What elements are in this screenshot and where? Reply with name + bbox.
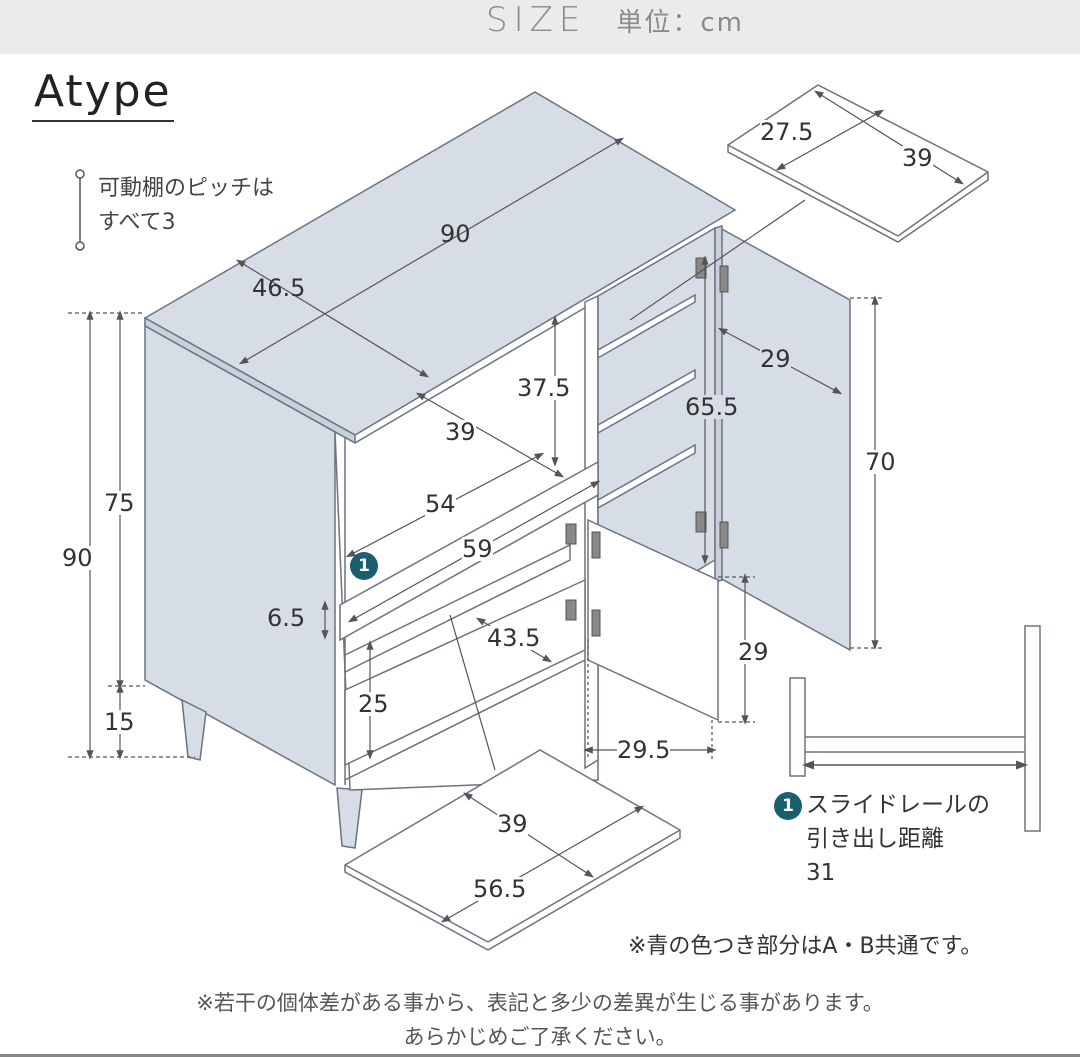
leg-front-left	[181, 698, 207, 761]
rail-note-line2: 引き出し距離	[806, 826, 944, 852]
dim-bottom-board-depth: 39	[497, 810, 528, 838]
header-title: SIZE 単位：cm	[486, 0, 744, 40]
disclaimer-line2: あらかじめご了承ください。	[403, 1025, 677, 1049]
rail-left-post	[789, 677, 806, 777]
type-title: Atype	[32, 70, 174, 122]
header-band	[0, 0, 1080, 54]
footer-rule	[0, 1054, 1080, 1057]
shelf-board	[727, 84, 989, 243]
dim-bottom-board-width: 56.5	[473, 875, 527, 903]
unit-label: 単位：cm	[616, 7, 745, 38]
rail-right-post	[1024, 625, 1041, 832]
dim-leg-height: 15	[104, 708, 135, 736]
size-title: SIZE	[486, 0, 587, 40]
dim-small-door-height: 29	[738, 638, 769, 666]
rail-note: スライドレールの 引き出し距離 31	[806, 788, 990, 890]
left-side-panel	[144, 324, 336, 787]
dim-lower-open-height: 25	[358, 690, 389, 718]
dim-door-height: 70	[865, 448, 896, 476]
rail-note-line3: 31	[806, 860, 836, 886]
dim-body-height: 75	[104, 489, 135, 517]
pitch-note-line2: すべて3	[98, 210, 176, 235]
dim-top-depth: 46.5	[252, 274, 306, 302]
dim-total-height: 90	[62, 544, 93, 572]
slide-rail-marker: 1	[350, 552, 378, 580]
dim-drawer-front-height: 6.5	[267, 604, 306, 632]
common-parts-note: ※青の色つき部分はA・B共通です。	[628, 934, 983, 959]
disclaimer-line1: ※若干の個体差がある事から、表記と多少の差異が生じる事があります。	[196, 991, 884, 1015]
dim-upper-open-height: 37.5	[517, 374, 571, 402]
dim-drawer-outer-width: 59	[462, 535, 493, 563]
dim-drawer-inner-width: 54	[425, 490, 456, 518]
dim-drawer-depth: 43.5	[487, 624, 541, 652]
right-door	[719, 226, 851, 652]
dim-shelf-board-width: 39	[902, 144, 933, 172]
leg-front-right	[336, 787, 363, 849]
dim-door-inner-height: 65.5	[685, 393, 739, 421]
dim-top-width: 90	[440, 220, 471, 248]
pitch-icon	[75, 169, 85, 251]
disclaimer-footer: ※若干の個体差がある事から、表記と多少の差異が生じる事があります。 あらかじめご…	[0, 986, 1080, 1054]
rail-note-marker: 1	[774, 792, 802, 820]
dim-upper-open-depth: 39	[445, 418, 476, 446]
shelf-2	[597, 368, 696, 435]
dim-door-depth: 29	[760, 345, 791, 373]
dim-shelf-board-depth: 27.5	[760, 118, 814, 146]
rail-note-line1: スライドレールの	[806, 792, 990, 818]
dim-small-door-width: 29.5	[617, 736, 671, 764]
